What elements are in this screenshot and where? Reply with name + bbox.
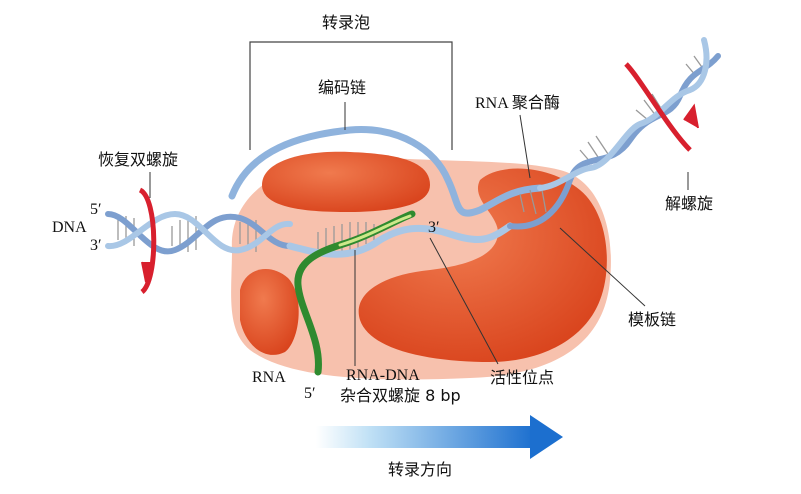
label-direction: 转录方向	[388, 460, 453, 479]
label-hybrid-line1: RNA-DNA	[346, 367, 420, 384]
label-five-prime-rna: 5′	[304, 385, 316, 402]
label-dna: DNA	[52, 219, 87, 236]
label-unwinding: 解螺旋	[665, 194, 714, 213]
label-coding-strand: 编码链	[318, 78, 367, 97]
dna-helix-right	[507, 37, 721, 230]
label-hybrid-line2: 杂合双螺旋 8 bp	[340, 386, 461, 405]
label-rna-polymerase: RNA 聚合酶	[475, 95, 560, 112]
leader-active-site	[429, 237, 499, 365]
leader-template	[559, 227, 646, 307]
bubble-bracket	[249, 41, 453, 150]
label-rna: RNA	[252, 369, 286, 386]
label-three-prime-dna: 3′	[90, 237, 102, 254]
enzyme-lobe-left	[240, 268, 299, 355]
unwinding-arrow	[624, 62, 699, 152]
rna-strand	[294, 210, 416, 376]
leader-polymerase	[519, 114, 531, 179]
dna-helix-left	[105, 210, 293, 255]
label-rewinding: 恢复双螺旋	[98, 150, 179, 169]
direction-arrow	[316, 415, 563, 459]
rewinding-arrow	[138, 187, 157, 294]
label-bubble: 转录泡	[322, 13, 371, 32]
label-active-site: 活性位点	[490, 368, 555, 387]
label-three-prime-rna: 3′	[428, 219, 440, 236]
coding-strand	[228, 126, 544, 217]
label-template-strand: 模板链	[628, 310, 677, 329]
enzyme-lobe-top	[262, 151, 430, 212]
label-five-prime-dna: 5′	[90, 201, 102, 218]
